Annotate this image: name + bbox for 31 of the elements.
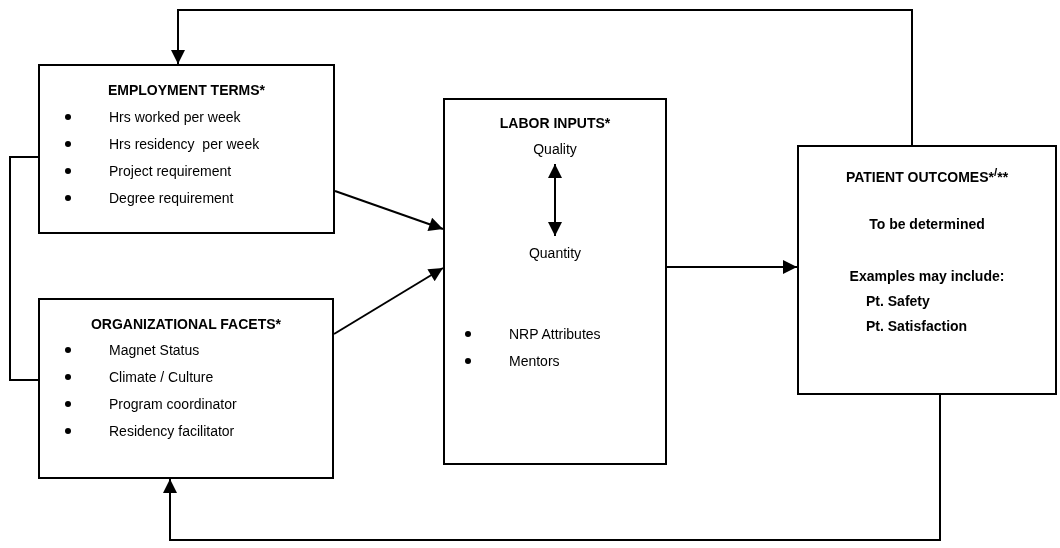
list-item: Pt. Satisfaction (866, 317, 968, 335)
list-item: Magnet Status (109, 341, 200, 359)
box-heading: EMPLOYMENT TERMS* (106, 81, 267, 99)
arrow (171, 9, 913, 146)
list-item: Hrs worked per week (109, 108, 241, 126)
box-text: To be determined (868, 215, 986, 233)
list-item: Pt. Safety (866, 292, 930, 310)
box-text: Examples may include: (848, 267, 1006, 285)
list-item: Hrs residency per week (109, 135, 260, 153)
list-item: Mentors (509, 352, 560, 370)
list-item: Climate / Culture (109, 368, 214, 386)
concept-box (38, 298, 334, 479)
concept-box (38, 64, 335, 234)
arrow (333, 267, 444, 335)
list-item: NRP Attributes (509, 325, 601, 343)
node-label: Quality (532, 140, 578, 158)
arrow (666, 260, 798, 274)
concept-box (443, 98, 667, 465)
box-heading: LABOR INPUTS* (498, 114, 612, 132)
concept-box (797, 145, 1057, 395)
double-arrow (548, 163, 562, 237)
list-item: Degree requirement (109, 189, 234, 207)
box-heading: ORGANIZATIONAL FACETS* (89, 315, 282, 333)
node-label: Quantity (527, 244, 583, 262)
list-item: Program coordinator (109, 395, 237, 413)
arrow (163, 394, 941, 541)
connector-line (9, 156, 39, 381)
arrow (334, 190, 444, 231)
box-heading: PATIENT OUTCOMES*$^{/}$** (844, 164, 1010, 186)
list-item: Project requirement (109, 162, 232, 180)
list-item: Residency facilitator (109, 422, 235, 440)
